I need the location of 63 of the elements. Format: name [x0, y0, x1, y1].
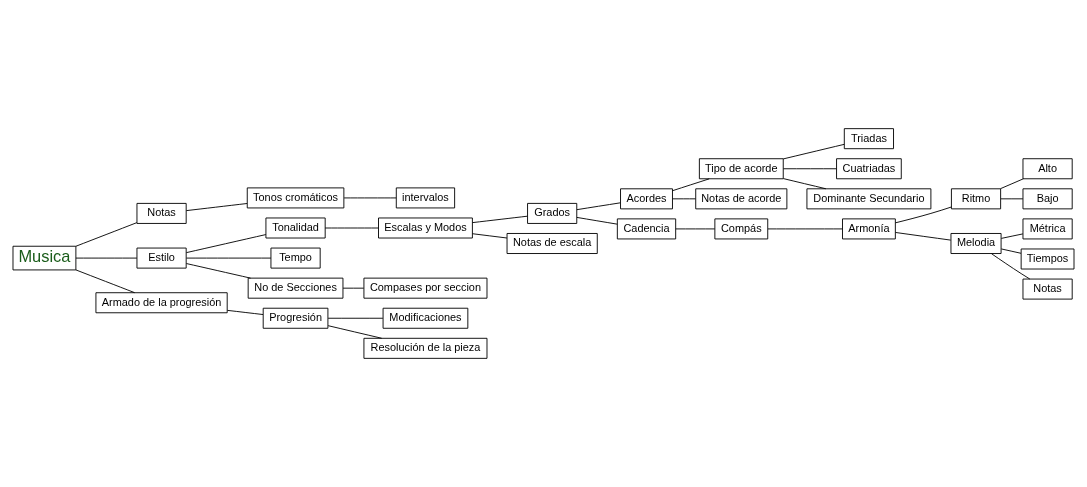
connector: [342, 287, 365, 289]
connector: [1000, 198, 1024, 200]
connector: [895, 232, 952, 241]
node-box: Armonía: [842, 218, 896, 240]
node-box: Tempo: [270, 247, 321, 269]
connector: [895, 206, 952, 224]
connector: [327, 325, 383, 339]
node-box: Bajo: [1022, 188, 1073, 210]
connector: [343, 197, 397, 199]
node-box: Notas: [136, 202, 187, 224]
connector: [324, 227, 379, 229]
connector: [782, 168, 837, 170]
connector: [75, 257, 138, 259]
connector: [472, 215, 528, 224]
connector: [767, 228, 843, 230]
connector: [782, 178, 827, 190]
connector: [991, 253, 1031, 280]
node-box: Progresión: [262, 307, 329, 329]
connector: [675, 228, 716, 230]
node-box: intervalos: [395, 187, 456, 209]
connector: [672, 178, 710, 192]
node-box: Resolución de la pieza: [363, 337, 488, 359]
node-box: Dominante Secundario: [806, 188, 932, 210]
connector: [185, 257, 272, 259]
node-box: Métrica: [1022, 218, 1073, 240]
node-box: Armado de la progresión: [95, 292, 228, 314]
node-box: Melodia: [950, 233, 1002, 254]
connector: [75, 269, 136, 294]
node-box: Ritmo: [950, 188, 1002, 210]
node-box: Cuatriadas: [836, 158, 902, 180]
node-box: Tonalidad: [265, 217, 326, 239]
connector: [327, 317, 384, 319]
connector: [472, 233, 508, 239]
node-box: Compases por seccion: [363, 277, 488, 299]
node-box: Tiempos: [1020, 248, 1075, 270]
connector: [185, 234, 267, 254]
node-box: Compás: [714, 218, 769, 240]
node-box: Escalas y Modos: [378, 217, 473, 239]
connector: [1000, 178, 1024, 190]
connector: [576, 216, 618, 225]
node-box: Notas: [1022, 278, 1073, 300]
connector: [226, 309, 264, 315]
node-box: Acordes: [620, 188, 673, 210]
node-box: Triadas: [843, 128, 894, 150]
connector: [576, 202, 621, 211]
node-box: No de Secciones: [247, 277, 344, 299]
connector: [672, 198, 696, 200]
node-box: Modificaciones: [382, 307, 469, 329]
node-box: Alto: [1022, 158, 1073, 180]
node-box: Notas de acorde: [695, 188, 788, 210]
node-box: Grados: [527, 202, 578, 224]
node-box: Estilo: [136, 247, 187, 269]
connector: [185, 203, 248, 212]
node-box: Cadencia: [616, 218, 677, 240]
connector: [782, 143, 845, 160]
connector: [1000, 233, 1024, 239]
connector: [75, 222, 138, 247]
node-box: Tonos cromáticos: [246, 187, 345, 209]
node-box: Notas de escala: [506, 233, 598, 254]
connector: [185, 263, 252, 279]
connector: [1000, 248, 1022, 254]
node-box: Tipo de acorde: [698, 158, 784, 180]
node-box: Musica: [12, 245, 77, 271]
